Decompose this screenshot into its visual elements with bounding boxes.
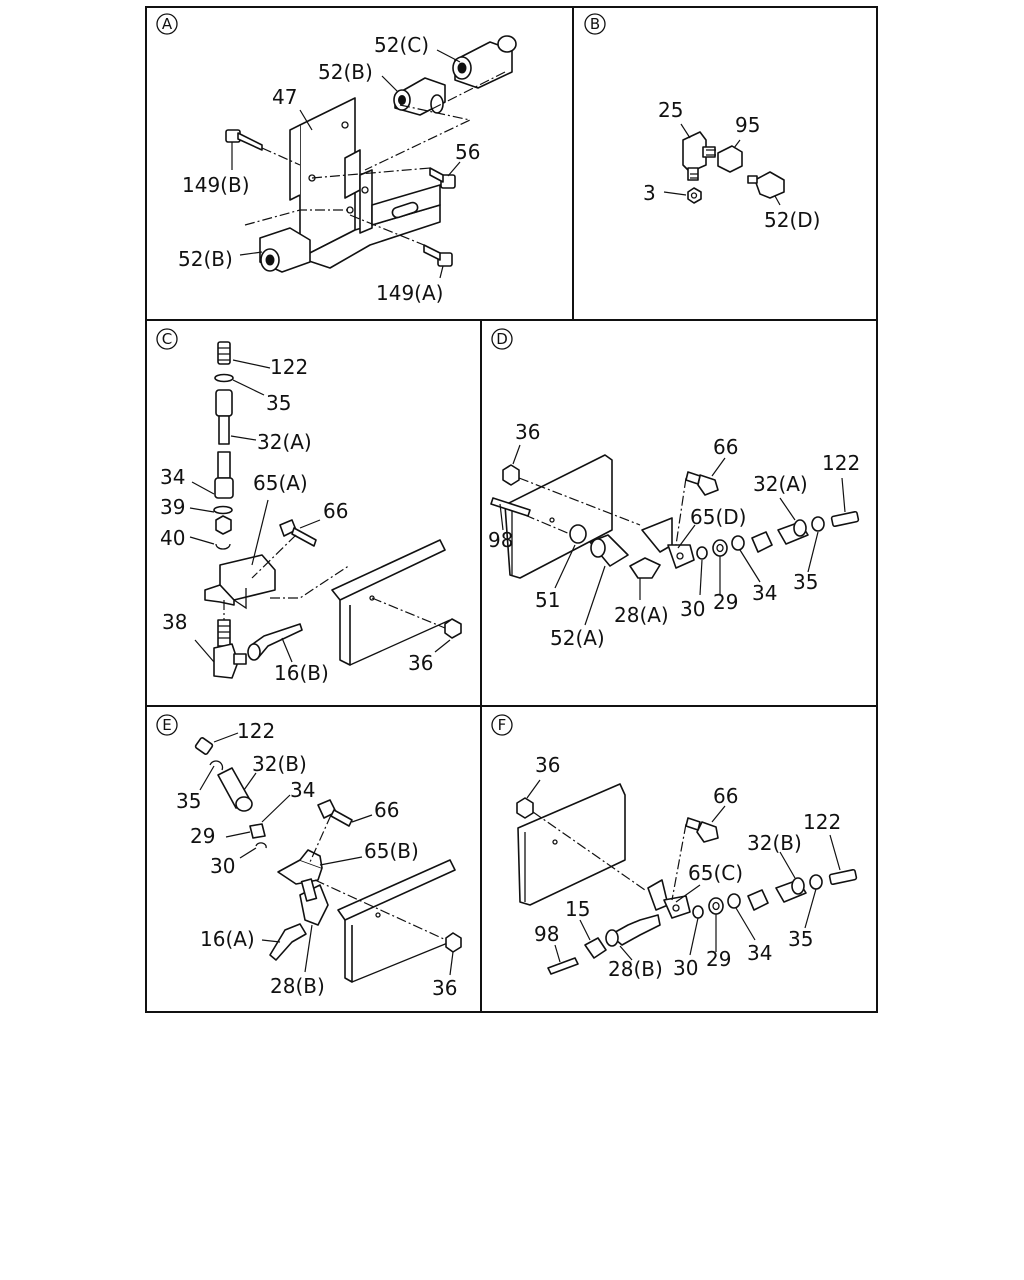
label-149b: 149(B) (182, 173, 250, 197)
label-65d: 65(D) (690, 505, 746, 529)
panel-f-labels: 36 66 32(B) 122 65(C) 15 98 30 29 34 35 … (534, 753, 841, 981)
panel-letter-b: B (584, 13, 606, 35)
label-47: 47 (272, 85, 297, 109)
label-98: 98 (488, 528, 513, 552)
label-66: 66 (713, 784, 738, 808)
label-51: 51 (535, 588, 560, 612)
svg-text:B: B (590, 15, 600, 33)
label-52b: 52(B) (178, 247, 233, 271)
label-35: 35 (266, 391, 291, 415)
label-34: 34 (290, 778, 315, 802)
panel-a-drawing (225, 35, 517, 279)
panel-frames (145, 6, 878, 1013)
label-32b: 32(B) (747, 831, 802, 855)
label-39: 39 (160, 495, 185, 519)
panel-c-labels: 122 35 32(A) 34 65(A) 39 66 40 38 16(B) … (160, 355, 433, 685)
label-65b: 65(B) (364, 839, 419, 863)
label-52c: 52(C) (374, 33, 429, 57)
label-29: 29 (713, 590, 738, 614)
label-3: 3 (643, 181, 656, 205)
label-52d: 52(D) (764, 208, 820, 232)
label-40: 40 (160, 526, 185, 550)
label-16a: 16(A) (200, 927, 255, 951)
label-65c: 65(C) (688, 861, 743, 885)
svg-text:A: A (162, 15, 173, 33)
label-32a: 32(A) (753, 472, 808, 496)
label-29: 29 (190, 824, 215, 848)
label-35: 35 (793, 570, 818, 594)
label-36: 36 (515, 420, 540, 444)
label-98: 98 (534, 922, 559, 946)
label-34: 34 (752, 581, 777, 605)
panel-letter-d: D (491, 328, 513, 350)
label-15: 15 (565, 897, 590, 921)
label-95: 95 (735, 113, 760, 137)
svg-text:E: E (162, 716, 171, 734)
label-122: 122 (270, 355, 308, 379)
panel-e-drawing (194, 732, 462, 983)
label-35: 35 (176, 789, 201, 813)
label-25: 25 (658, 98, 683, 122)
label-66: 66 (323, 499, 348, 523)
panel-d-drawing (490, 444, 860, 626)
label-122: 122 (803, 810, 841, 834)
panel-d-labels: 36 66 122 32(A) 98 65(D) 51 30 29 34 35 … (488, 420, 860, 650)
label-28b: 28(B) (270, 974, 325, 998)
label-36: 36 (432, 976, 457, 1000)
label-32b: 32(B) (252, 752, 307, 776)
panel-letter-a: A (156, 13, 178, 35)
label-36: 36 (535, 753, 560, 777)
label-66: 66 (713, 435, 738, 459)
label-56: 56 (455, 140, 480, 164)
label-65a: 65(A) (253, 471, 308, 495)
label-52b: 52(B) (318, 60, 373, 84)
label-30: 30 (680, 597, 705, 621)
label-35: 35 (788, 927, 813, 951)
svg-text:C: C (162, 330, 172, 348)
label-34: 34 (747, 941, 772, 965)
label-32a: 32(A) (257, 430, 312, 454)
label-28b: 28(B) (608, 957, 663, 981)
panel-b-labels: 25 95 3 52(D) (643, 98, 820, 232)
panel-letter-f: F (491, 714, 513, 736)
panel-a-labels: 52(C) 52(B) 47 56 149(B) 52(B) 149(A) (178, 33, 480, 305)
panel-b-drawing (663, 123, 785, 206)
label-66: 66 (374, 798, 399, 822)
label-29: 29 (706, 947, 731, 971)
label-28a: 28(A) (614, 603, 669, 627)
label-122: 122 (237, 719, 275, 743)
label-30: 30 (210, 854, 235, 878)
label-34: 34 (160, 465, 185, 489)
panel-e-labels: 122 32(B) 35 34 66 29 30 65(B) 16(A) 28(… (176, 719, 457, 1000)
svg-text:D: D (496, 330, 508, 348)
panel-f-drawing (516, 779, 858, 975)
panel-c-drawing (189, 341, 462, 679)
label-52a: 52(A) (550, 626, 605, 650)
label-36: 36 (408, 651, 433, 675)
panel-letter-e: E (156, 714, 178, 736)
label-149a: 149(A) (376, 281, 443, 305)
label-30: 30 (673, 956, 698, 980)
panel-letter-c: C (156, 328, 178, 350)
label-122: 122 (822, 451, 860, 475)
svg-text:F: F (498, 716, 507, 734)
label-16b: 16(B) (274, 661, 329, 685)
label-38: 38 (162, 610, 187, 634)
